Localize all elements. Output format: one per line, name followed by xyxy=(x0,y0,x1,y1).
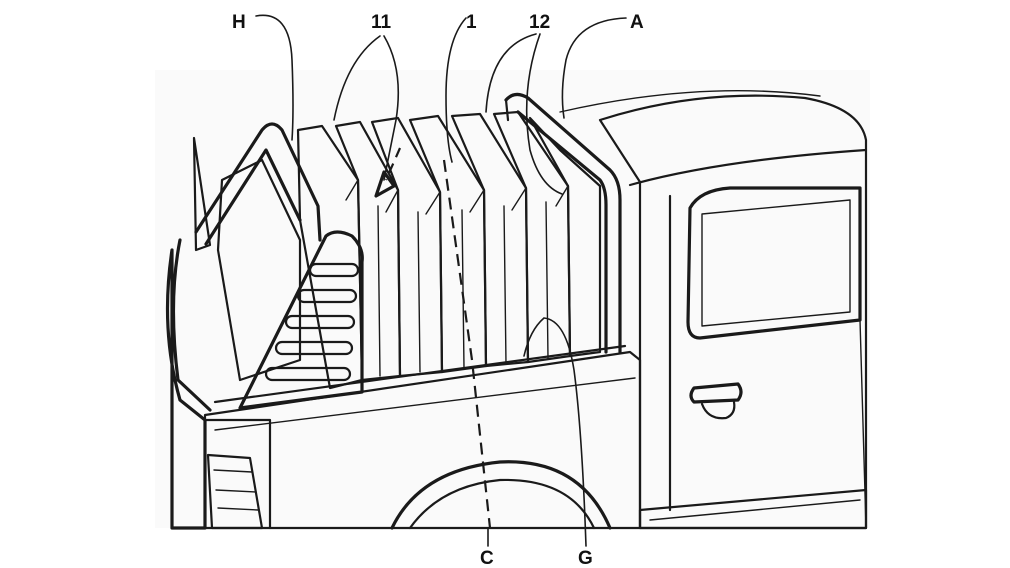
front-roll-bar xyxy=(504,92,622,354)
label-12: 12 xyxy=(529,12,550,33)
label-A: A xyxy=(630,12,644,33)
label-1: 1 xyxy=(466,12,477,33)
drawing-background xyxy=(155,70,870,528)
leader-lines xyxy=(255,14,627,547)
vented-end-panel xyxy=(238,230,364,410)
door-handle xyxy=(689,382,743,404)
label-H: H xyxy=(232,12,246,33)
wheel-arch xyxy=(390,460,612,530)
center-line-C xyxy=(442,159,492,529)
rear-rack xyxy=(171,122,364,412)
label-C: C xyxy=(480,548,494,568)
folded-panels xyxy=(296,110,602,390)
arrow-head-11 xyxy=(374,170,396,198)
tail-light xyxy=(206,453,264,530)
label-11: 11 xyxy=(371,12,392,33)
label-G: G xyxy=(578,548,593,568)
vent-slots xyxy=(264,262,360,382)
